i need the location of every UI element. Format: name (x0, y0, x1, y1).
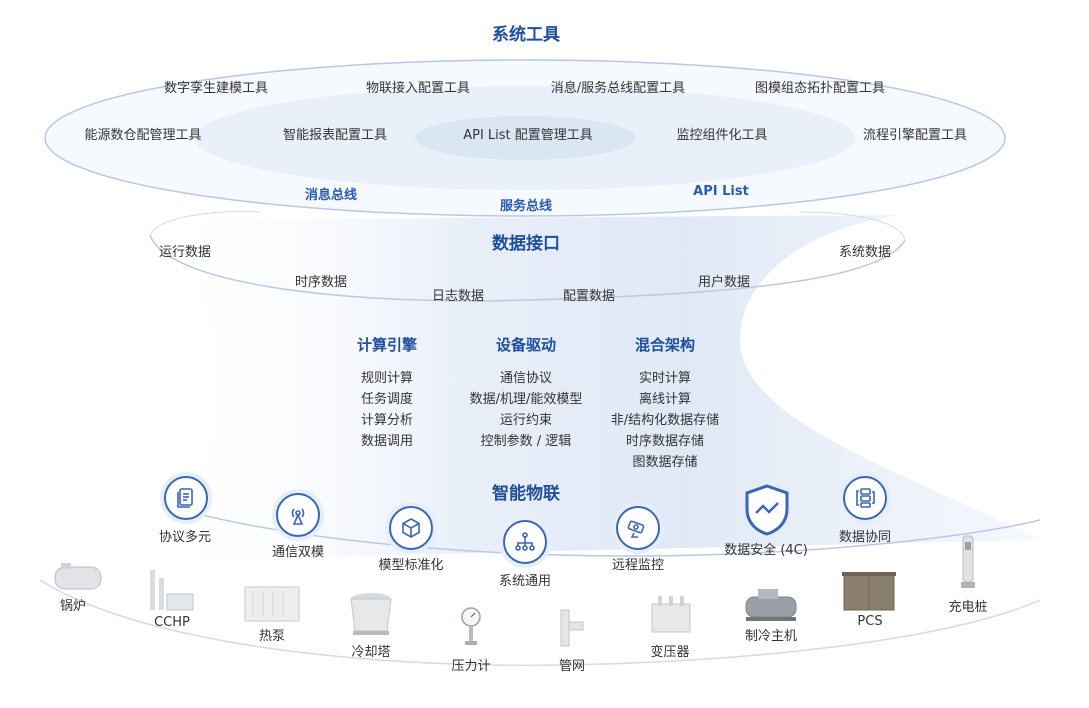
iot-feature-label: 通信双模 (271, 545, 325, 560)
column-item: 图数据存储 (632, 455, 698, 470)
iot-feature-label: 数据安全 (4C) (724, 543, 808, 558)
column-title-driver: 设备驱动 (495, 336, 557, 354)
sync-flow-icon (843, 476, 887, 520)
tool-label: 监控组件化工具 (676, 128, 768, 143)
data-interface-item: 运行数据 (158, 245, 212, 260)
data-interface-title: 数据接口 (492, 234, 560, 254)
iot-feature-label: 系统通用 (498, 574, 552, 589)
pressure-gauge-icon (461, 607, 481, 645)
pipe-network-icon (560, 609, 584, 647)
equipment-label: 变压器 (650, 645, 690, 660)
tool-label: 数字孪生建模工具 (163, 81, 269, 96)
equipment-label: 锅炉 (59, 599, 87, 614)
bus-label-service: 服务总线 (499, 199, 553, 214)
tool-label: 智能报表配置工具 (282, 128, 388, 143)
column-list-driver: 通信协议 数据/机理/能效模型 运行约束 控制参数 / 逻辑 (470, 368, 583, 452)
column-item: 规则计算 (360, 371, 414, 386)
column-title-hybrid: 混合架构 (634, 336, 696, 354)
heat-pump-icon (244, 586, 300, 622)
iot-feature-label: 协议多元 (158, 530, 212, 545)
data-interface-item: 配置数据 (562, 289, 616, 304)
bus-label-message: 消息总线 (304, 188, 358, 203)
column-list-hybrid: 实时计算 离线计算 非/结构化数据存储 时序数据存储 图数据存储 (611, 368, 719, 473)
shield-icon (742, 483, 792, 541)
column-item: 任务调度 (360, 392, 414, 407)
column-item: 离线计算 (638, 392, 692, 407)
tool-label: 消息/服务总线配置工具 (550, 81, 686, 96)
tool-label: 图模组态拓扑配置工具 (754, 81, 886, 96)
data-interface-item: 系统数据 (838, 245, 892, 260)
tool-label: 物联接入配置工具 (365, 81, 471, 96)
column-item: 数据调用 (360, 434, 414, 449)
equipment-label: CCHP (154, 615, 190, 630)
equipment-label: 制冷主机 (744, 629, 798, 644)
camera-icon (616, 506, 660, 550)
column-item: 通信协议 (499, 371, 553, 386)
column-list-compute: 规则计算 任务调度 计算分析 数据调用 (361, 368, 413, 452)
column-title-compute: 计算引擎 (356, 336, 418, 354)
system-tools-title: 系统工具 (492, 25, 560, 45)
network-tree-icon (503, 520, 547, 564)
iot-feature-label: 远程监控 (611, 558, 665, 573)
equipment-label: PCS (857, 614, 883, 629)
column-item: 控制参数 / 逻辑 (480, 434, 572, 449)
iot-feature-label: 数据协同 (838, 530, 892, 545)
bus-label-api: API List (693, 184, 749, 199)
column-item: 实时计算 (638, 371, 692, 386)
document-stack-icon (164, 476, 208, 520)
tool-label: 流程引擎配置工具 (862, 128, 968, 143)
iot-feature-label: 模型标准化 (378, 558, 444, 573)
boiler-icon (54, 563, 102, 590)
data-interface-item: 时序数据 (294, 275, 348, 290)
column-item: 计算分析 (360, 413, 414, 428)
equipment-label: 充电桩 (948, 600, 988, 615)
chiller-icon (745, 589, 797, 621)
equipment-label: 管网 (558, 659, 586, 674)
iot-title: 智能物联 (492, 484, 560, 504)
cube-icon (389, 506, 433, 550)
column-item: 时序数据存储 (625, 434, 705, 449)
equipment-label: 热泵 (258, 629, 286, 644)
column-item: 非/结构化数据存储 (610, 413, 720, 428)
cooling-tower-icon (350, 593, 392, 635)
tool-label: 能源数仓配管理工具 (84, 128, 202, 143)
data-interface-item: 日志数据 (431, 289, 485, 304)
charging-pile-icon (961, 535, 975, 588)
column-item: 运行约束 (499, 413, 553, 428)
pcs-cabinet-icon (842, 572, 896, 611)
antenna-icon (276, 493, 320, 537)
equipment-label: 压力计 (451, 659, 491, 674)
data-interface-item: 用户数据 (697, 275, 751, 290)
tool-label: API List 配置管理工具 (463, 128, 593, 143)
equipment-label: 冷却塔 (351, 645, 391, 660)
cchp-icon (150, 570, 194, 611)
transformer-icon (651, 596, 691, 633)
column-item: 数据/机理/能效模型 (469, 392, 583, 407)
